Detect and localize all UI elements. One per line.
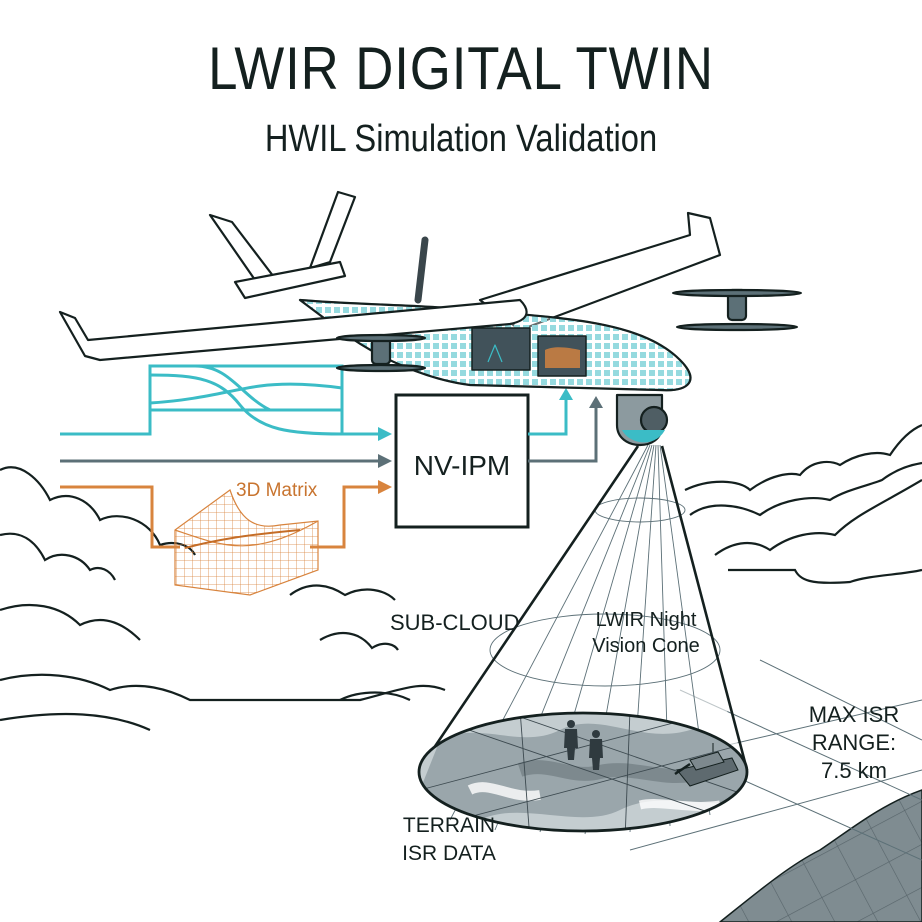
- propeller-icon: [335, 288, 803, 373]
- cone-label-line1: LWIR Night: [596, 609, 697, 631]
- cone-label-line2: Vision Cone: [592, 635, 699, 657]
- tank-icon: [674, 743, 739, 787]
- terrain-label-line1: TERRAIN: [403, 814, 495, 837]
- matrix-label: 3D Matrix: [236, 480, 318, 501]
- uav-aircraft-icon: [58, 190, 803, 447]
- teal-output-path: [528, 388, 573, 436]
- thermal-camera-gimbal-icon: [615, 393, 669, 447]
- nv-ipm-box: NV-IPM: [394, 393, 530, 529]
- sub-cloud-label: SUB-CLOUD: [390, 610, 520, 635]
- soldier-icon: [564, 720, 603, 770]
- range-label-line2: RANGE:: [812, 730, 896, 755]
- arrow-up-icon: [589, 396, 603, 408]
- terrain-plane: [619, 659, 922, 922]
- slate-signal-path: [60, 454, 392, 468]
- nv-ipm-label: NV-IPM: [414, 450, 510, 481]
- teal-signal-path: [60, 364, 380, 436]
- terrain-footprint: [417, 711, 749, 833]
- terrain-label-line2: ISR DATA: [402, 842, 496, 865]
- arrow-right-icon: [378, 427, 392, 441]
- cloud-icon: [0, 423, 922, 732]
- page-subtitle: HWIL Simulation Validation: [264, 118, 658, 160]
- orange-signal-path: [60, 480, 392, 549]
- range-label-line1: MAX ISR: [809, 702, 899, 727]
- arrow-up-icon: [559, 388, 573, 400]
- page-title: LWIR DIGITAL TWIN: [208, 35, 714, 102]
- slate-output-path: [528, 396, 603, 463]
- range-value: 7.5 km: [821, 758, 887, 783]
- 3d-matrix-surface: [174, 489, 319, 596]
